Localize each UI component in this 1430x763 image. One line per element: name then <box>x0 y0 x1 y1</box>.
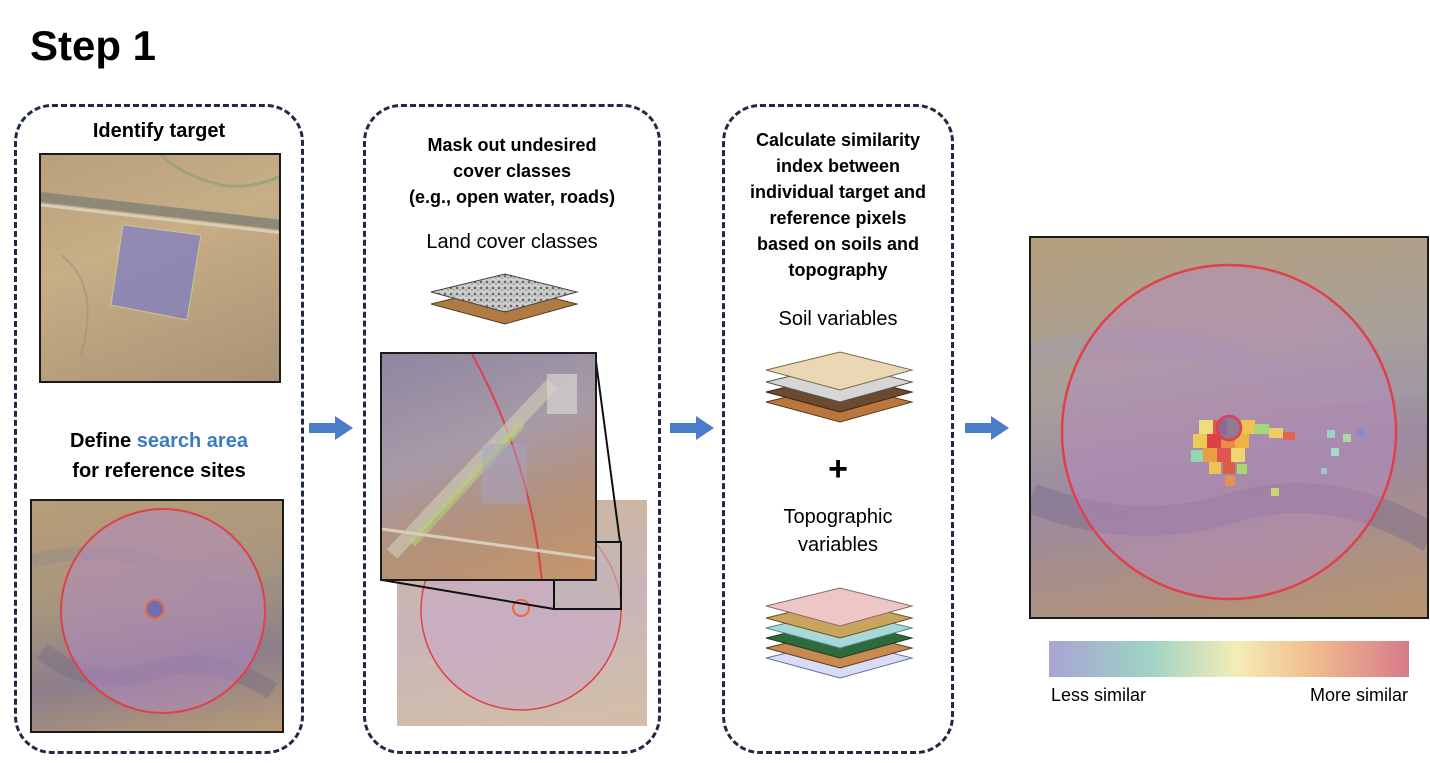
panel-identify-target <box>14 104 304 754</box>
define-suffix: for reference sites <box>72 460 246 482</box>
panel-similarity-index <box>722 104 954 754</box>
target-satellite-image <box>39 153 281 383</box>
topo-line2: variables <box>797 534 879 556</box>
target-polygon <box>110 224 202 321</box>
identify-target-heading: Identify target <box>92 120 226 142</box>
similarity-result-image <box>1029 236 1429 619</box>
result-target-marker <box>1215 414 1243 442</box>
sim-heading-line4: reference pixels <box>769 208 907 228</box>
mask-cover-heading: Mask out undesired cover classes (e.g., … <box>363 132 661 210</box>
topographic-variables-label: Topographic variables <box>722 503 954 559</box>
arrow-right-icon <box>965 416 1009 440</box>
masked-zoom-svg <box>382 354 595 579</box>
search-area-highlight: search area <box>136 430 248 452</box>
define-prefix: Define <box>70 430 137 452</box>
define-search-area-heading: Define search area for reference sites <box>14 426 304 486</box>
legend-more-similar: More similar <box>1309 685 1408 705</box>
topo-line1: Topographic <box>783 506 893 528</box>
panel-mask-cover <box>363 104 661 754</box>
arrow-right-icon <box>309 416 353 440</box>
sim-heading-line3: individual target and <box>749 182 927 202</box>
soil-layers-icon <box>765 351 914 423</box>
land-cover-layers-icon <box>430 273 579 325</box>
topographic-layers-icon <box>765 587 914 679</box>
masked-zoom-image <box>380 352 597 581</box>
land-cover-label: Land cover classes <box>426 231 598 253</box>
mask-heading-line3: (e.g., open water, roads) <box>408 187 616 207</box>
similarity-result-svg <box>1031 263 1427 601</box>
similarity-legend-bar <box>1049 641 1409 677</box>
arrow-right-icon <box>670 416 714 440</box>
mask-heading-line2: cover classes <box>452 161 572 181</box>
sim-heading-line1: Calculate similarity <box>755 130 921 150</box>
mask-heading-line1: Mask out undesired <box>427 135 597 155</box>
sim-heading-line6: topography <box>788 260 888 280</box>
search-area-svg <box>32 508 282 714</box>
search-area-satellite-image <box>30 499 284 733</box>
sim-heading-line2: index between <box>775 156 901 176</box>
plus-icon: + <box>828 450 848 488</box>
target-marker <box>145 599 165 619</box>
similarity-heading: Calculate similarity index between indiv… <box>722 127 954 283</box>
soil-variables-label: Soil variables <box>778 308 898 330</box>
legend-less-similar: Less similar <box>1051 685 1147 705</box>
sim-heading-line5: based on soils and <box>756 234 920 254</box>
step-title: Step 1 <box>30 22 157 69</box>
target-satellite-svg <box>41 155 279 356</box>
